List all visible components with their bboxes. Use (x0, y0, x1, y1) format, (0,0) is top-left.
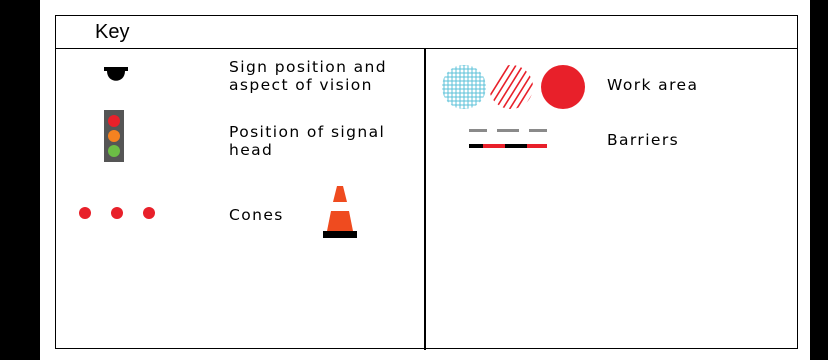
key-header: Key (56, 16, 797, 49)
signal-head-label: Position of signal head (229, 123, 385, 159)
barriers-label: Barriers (607, 131, 680, 149)
column-divider (424, 49, 426, 350)
cones-label: Cones (229, 206, 284, 224)
traffic-signal-icon (104, 110, 124, 162)
cone-icon (323, 186, 357, 238)
signal-head-label-line2: head (229, 141, 274, 159)
sign-position-icon (104, 67, 128, 81)
cone-dots-icon (79, 207, 155, 219)
work-area-icon (442, 65, 585, 109)
signal-head-label-line1: Position of signal (229, 123, 386, 141)
work-area-label: Work area (607, 76, 699, 94)
barrier-icon (469, 129, 547, 148)
sign-position-label-line2: aspect of vision (229, 76, 373, 94)
sign-position-label-line1: Sign position and (229, 58, 388, 76)
key-frame: Key Sign position and aspect of vision P… (55, 15, 798, 350)
sign-position-label: Sign position and aspect of vision (229, 58, 387, 94)
key-title: Key (95, 21, 130, 43)
